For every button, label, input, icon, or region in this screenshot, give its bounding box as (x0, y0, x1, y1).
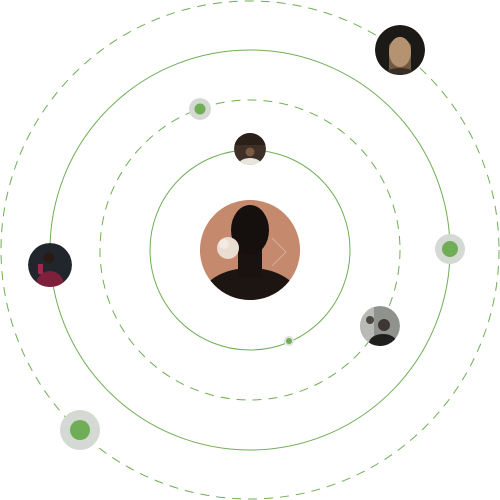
green-dot-icon (442, 241, 458, 257)
orbit-mid-dashed (99, 99, 401, 401)
avatar-bottom-right (360, 306, 400, 346)
avatar-top-small (234, 133, 266, 165)
orbit-dot-small (284, 336, 294, 346)
orbit-dot-right (435, 234, 465, 264)
avatar-left (28, 243, 72, 287)
green-dot-icon (286, 338, 292, 344)
orbit-dot-lower-left (60, 410, 100, 450)
green-dot-icon (194, 103, 206, 115)
green-dot-icon (70, 420, 90, 440)
avatar-top-right (375, 25, 425, 75)
orbit-dot-upper-left (189, 98, 211, 120)
center-portrait (200, 200, 300, 300)
